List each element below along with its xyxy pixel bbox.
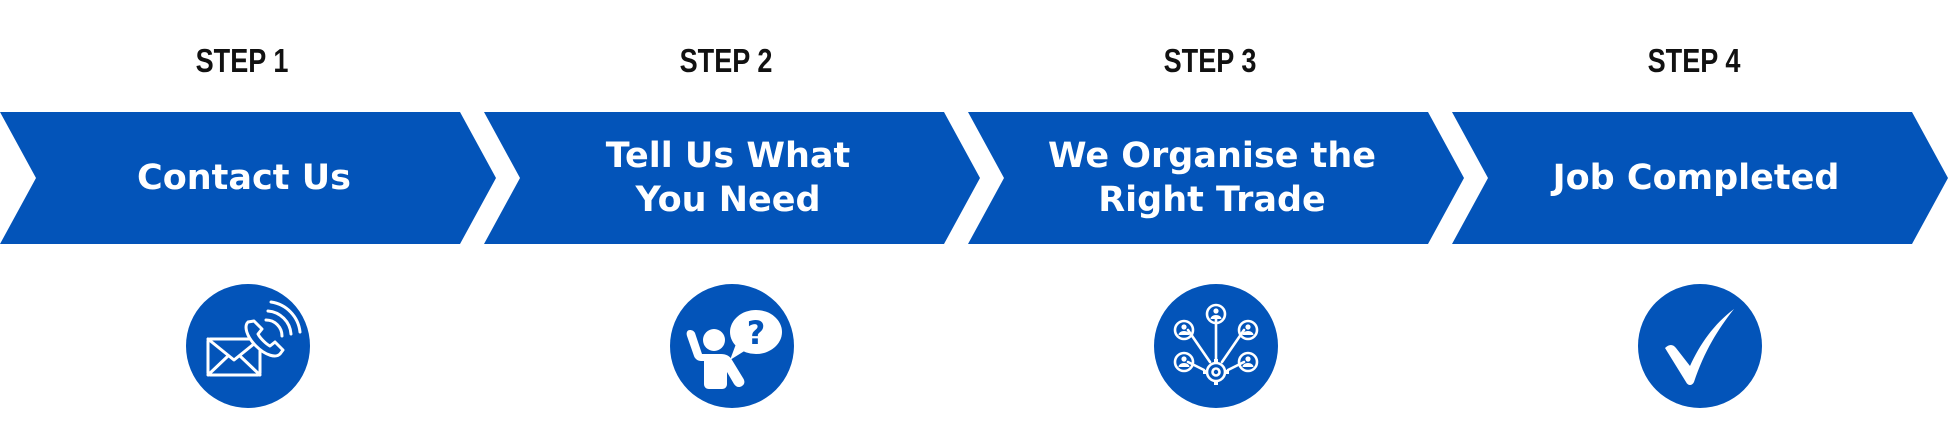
- step-1: STEP 1 Contact Us: [0, 0, 496, 438]
- network-gear-icon: [1154, 284, 1278, 408]
- step-number: STEP 3: [1163, 42, 1257, 79]
- step-icon-circle: [1154, 284, 1278, 408]
- step-2: STEP 2 Tell Us What You Need ?: [484, 0, 980, 438]
- person-question-icon: ?: [670, 284, 794, 408]
- step-arrow: [968, 112, 1464, 244]
- svg-text:?: ?: [747, 314, 766, 352]
- step-number: STEP 4: [1647, 42, 1741, 79]
- step-label: Contact Us: [137, 158, 351, 198]
- step-label: We Organise the Right Trade: [1047, 136, 1377, 220]
- step-number: STEP 1: [195, 42, 289, 79]
- step-number: STEP 2: [679, 42, 773, 79]
- step-label: Tell Us What You Need: [605, 136, 851, 220]
- step-label: Job Completed: [1552, 158, 1840, 198]
- envelope-phone-icon: [186, 284, 310, 408]
- checkmark-icon: [1638, 284, 1762, 408]
- step-arrow: [0, 112, 496, 244]
- step-3: STEP 3 We Organise the Right Trade: [968, 0, 1464, 438]
- step-arrow: [484, 112, 980, 244]
- step-icon-circle: [1638, 284, 1762, 408]
- step-icon-circle: ?: [670, 284, 794, 408]
- step-arrow: [1452, 112, 1948, 244]
- step-4: STEP 4 Job Completed: [1452, 0, 1948, 438]
- step-icon-circle: [186, 284, 310, 408]
